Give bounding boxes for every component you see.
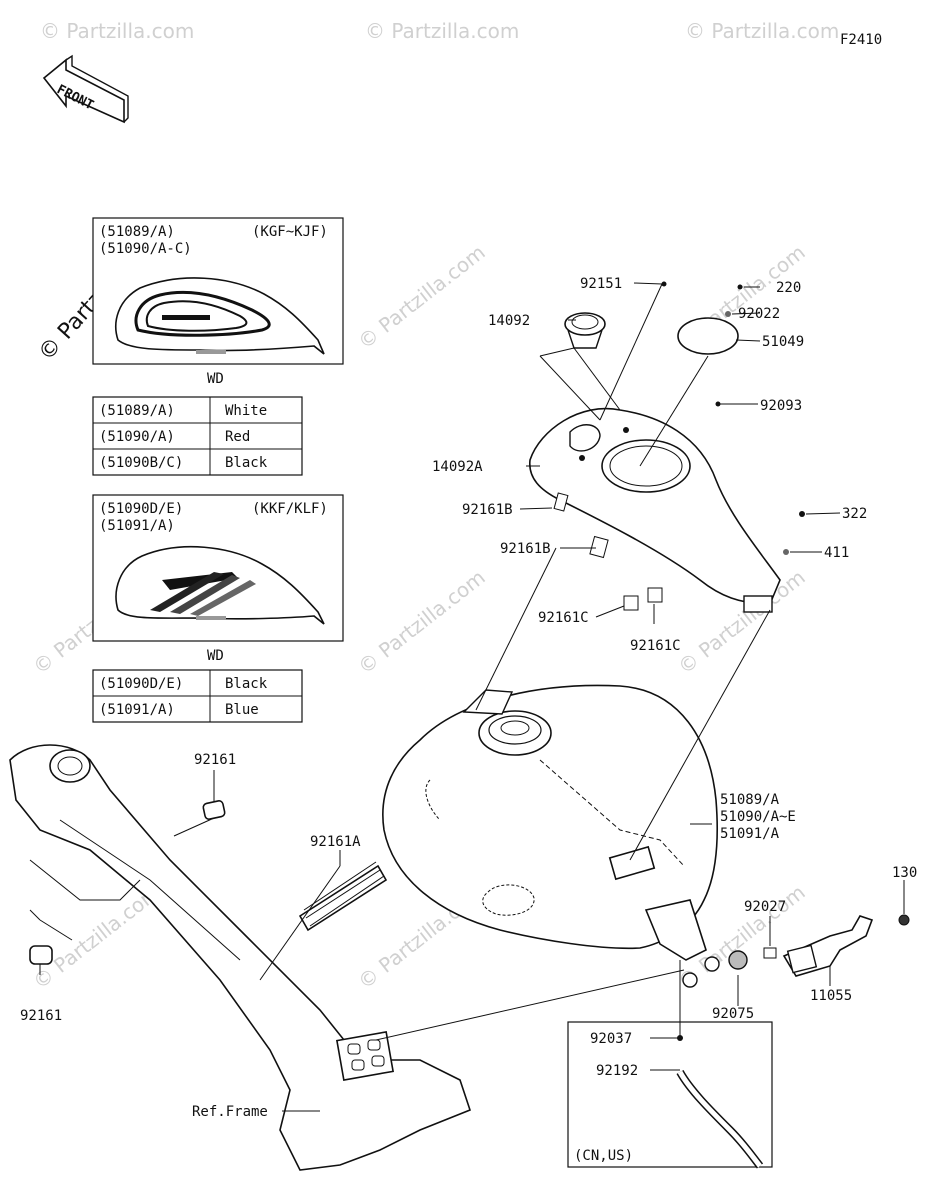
table-cell: (51090B/C): [99, 455, 183, 471]
pad-part: [553, 492, 569, 512]
screw-part: [661, 281, 667, 287]
callout-tank: 51091/A: [720, 826, 780, 842]
callout-92037: 92037: [590, 1031, 632, 1047]
callout-tank: 51090/A~E: [720, 809, 796, 825]
callout-92161c: 92161C: [538, 610, 589, 626]
variant-box-1: (51089/A) (KGF~KJF) (51090/A-C) WD: [92, 217, 344, 387]
callout-92161c: 92161C: [630, 638, 681, 654]
watermark: © Partzilla.com: [353, 240, 489, 354]
callout-92022: 92022: [738, 306, 780, 322]
callout-labels: 92151 220 92022 14092 51049 92093 14092A…: [20, 276, 917, 1164]
table-cell: Black: [225, 676, 268, 692]
callout-92161: 92161: [20, 1008, 62, 1024]
callout-220: 220: [776, 280, 801, 296]
table-cell: Black: [225, 455, 268, 471]
watermark: © Partzilla.com: [40, 19, 194, 43]
table-cell: (51091/A): [99, 702, 175, 718]
fuel-tank-part: [382, 684, 720, 988]
callout-14092a: 14092A: [432, 459, 483, 475]
variant-2-part: (51090D/E): [99, 501, 183, 517]
callout-92075: 92075: [712, 1006, 754, 1022]
variant-1-part: (51089/A): [99, 224, 175, 240]
pad-part: [589, 535, 609, 559]
washer-part: [725, 311, 731, 317]
color-table-1: (51089/A) White (51090/A) Red (51090B/C)…: [92, 396, 303, 476]
screw-part: [715, 401, 721, 407]
table-cell: Blue: [225, 702, 259, 718]
table-cell: (51090D/E): [99, 676, 183, 692]
screw-part: [737, 284, 743, 290]
pad-part: [647, 587, 663, 603]
callout-92161a: 92161A: [310, 834, 361, 850]
callout-51049: 51049: [762, 334, 804, 350]
variant-2-wd: WD: [207, 648, 224, 664]
watermark: © Partzilla.com: [685, 19, 839, 43]
table-cell: (51090/A): [99, 429, 175, 445]
variant-1-part-2: (51090/A-C): [99, 241, 192, 257]
rubber-pad-part: [298, 861, 388, 932]
fuel-cap-part: [564, 312, 606, 349]
variant-2-code: (KKF/KLF): [252, 501, 328, 517]
variant-1-code: (KGF~KJF): [252, 224, 328, 240]
callout-92161b: 92161B: [500, 541, 551, 557]
callout-92027: 92027: [744, 899, 786, 915]
variant-2-part-2: (51091/A): [99, 518, 175, 534]
grommet-part: [728, 950, 748, 970]
collar-part: [763, 947, 777, 959]
table-cell: Red: [225, 429, 250, 445]
callout-130: 130: [892, 865, 917, 881]
tank-side-illustration: [115, 277, 325, 355]
tank-cover-part: [529, 407, 781, 613]
damper-part: [202, 800, 226, 820]
bolt-part: [898, 914, 910, 926]
bolt-part: [799, 511, 805, 517]
callout-92151: 92151: [580, 276, 622, 292]
leader-lines: [29, 282, 905, 1112]
callout-322: 322: [842, 506, 867, 522]
callout-11055: 11055: [810, 988, 852, 1004]
callout-92161b: 92161B: [462, 502, 513, 518]
bracket-part: [782, 915, 874, 977]
variant-box-2: (51090D/E) (KKF/KLF) (51091/A) WD: [92, 494, 344, 664]
figure-code: F2410: [840, 32, 882, 48]
callout-92192: 92192: [596, 1063, 638, 1079]
breather-hose-box: [567, 1021, 773, 1169]
frame-part: [9, 744, 471, 1171]
region-note: (CN,US): [574, 1148, 633, 1164]
front-arrow-icon: FRONT: [42, 54, 129, 124]
callout-14092: 14092: [488, 313, 530, 329]
damper-part: [29, 945, 53, 965]
pad-part: [623, 595, 639, 611]
variant-1-wd: WD: [207, 371, 224, 387]
watermark: © Partzilla.com: [353, 565, 489, 679]
callout-92161: 92161: [194, 752, 236, 768]
callout-411: 411: [824, 545, 849, 561]
watermark: © Partzilla.com: [28, 880, 164, 994]
tank-side-illustration: [115, 545, 325, 625]
cover-plate-part: [677, 317, 739, 355]
callout-92093: 92093: [760, 398, 802, 414]
ref-frame-label: Ref.Frame: [192, 1104, 268, 1120]
table-cell: White: [225, 403, 267, 419]
table-cell: (51089/A): [99, 403, 175, 419]
color-table-2: (51090D/E) Black (51091/A) Blue: [92, 669, 303, 723]
washer-part: [783, 549, 789, 555]
watermark: © Partzilla.com: [365, 19, 519, 43]
callout-tank: 51089/A: [720, 792, 780, 808]
